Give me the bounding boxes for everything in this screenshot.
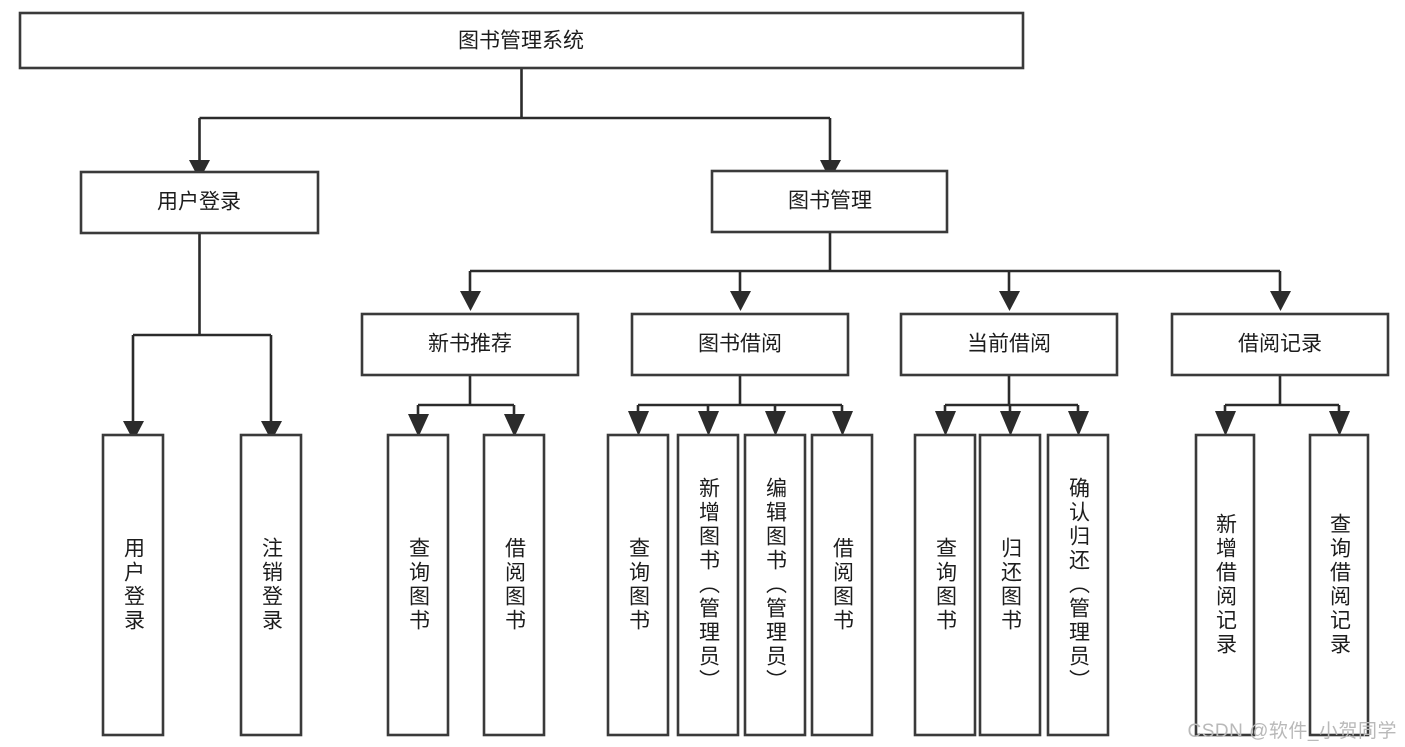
arrowhead-to-borrow bbox=[730, 291, 751, 311]
node-book-management[interactable] bbox=[710, 169, 949, 234]
arrowhead-current-leaf1 bbox=[935, 411, 956, 436]
node-leaf-query-book-1[interactable] bbox=[386, 433, 450, 737]
label-user-login: 用户登录 bbox=[157, 191, 241, 214]
label-borrow-records: 借阅记录 bbox=[1238, 333, 1322, 356]
label-current-borrow: 当前借阅 bbox=[967, 333, 1051, 356]
arrowhead-current-leaf2 bbox=[1000, 411, 1021, 436]
arrowhead-borrow-leaf1 bbox=[628, 411, 649, 436]
node-leaf-query-record[interactable] bbox=[1308, 433, 1370, 737]
label-book-management: 图书管理 bbox=[788, 190, 872, 213]
arrowhead-to-leaf-user-login bbox=[123, 421, 144, 441]
arrowhead-to-current bbox=[999, 291, 1020, 311]
node-leaf-borrow-book-1[interactable] bbox=[482, 433, 546, 737]
arrowhead-layer bbox=[123, 160, 1350, 441]
arrowhead-newbook-leaf1 bbox=[408, 414, 429, 437]
node-borrow-records[interactable] bbox=[1170, 312, 1390, 377]
node-leaf-edit-book[interactable] bbox=[743, 433, 807, 737]
node-book-borrow[interactable] bbox=[630, 312, 850, 377]
node-leaf-logout[interactable] bbox=[239, 433, 303, 737]
csdn-watermark: CSDN @软件_小贺同学 bbox=[1187, 721, 1397, 742]
arrowhead-to-new-book bbox=[460, 291, 481, 311]
arrowhead-to-leaf-logout bbox=[261, 421, 282, 441]
node-user-login[interactable] bbox=[79, 170, 320, 235]
arrowhead-records-leaf1 bbox=[1215, 411, 1236, 436]
horizontal-label-layer: 图书管理系统 用户登录 图书管理 新书推荐 图书借阅 当前借阅 借阅记录 bbox=[157, 30, 1322, 356]
node-leaf-confirm-return[interactable] bbox=[1046, 433, 1110, 737]
node-leaf-add-book[interactable] bbox=[676, 433, 740, 737]
node-leaf-add-record[interactable] bbox=[1194, 433, 1256, 737]
node-leaf-borrow-book-2[interactable] bbox=[810, 433, 874, 737]
node-root[interactable] bbox=[18, 11, 1025, 70]
arrowhead-to-records bbox=[1270, 291, 1291, 311]
label-new-book-recommend: 新书推荐 bbox=[428, 333, 512, 356]
node-box-layer bbox=[18, 11, 1390, 737]
arrowhead-records-leaf2 bbox=[1329, 411, 1350, 436]
node-current-borrow[interactable] bbox=[899, 312, 1119, 377]
arrowhead-borrow-leaf2 bbox=[698, 411, 719, 436]
label-book-borrow: 图书借阅 bbox=[698, 333, 782, 356]
node-new-book-recommend[interactable] bbox=[360, 312, 580, 377]
node-leaf-query-book-2[interactable] bbox=[606, 433, 670, 737]
arrowhead-to-user-login bbox=[189, 160, 210, 180]
arrowhead-current-leaf3 bbox=[1068, 411, 1089, 436]
node-leaf-query-book-3[interactable] bbox=[913, 433, 977, 737]
arrowhead-borrow-leaf3 bbox=[765, 411, 786, 436]
arrowhead-borrow-leaf4 bbox=[832, 411, 853, 436]
node-leaf-user-login[interactable] bbox=[101, 433, 165, 737]
arrowhead-newbook-leaf2 bbox=[504, 414, 525, 437]
node-leaf-return-book[interactable] bbox=[978, 433, 1042, 737]
label-root: 图书管理系统 bbox=[458, 30, 584, 53]
